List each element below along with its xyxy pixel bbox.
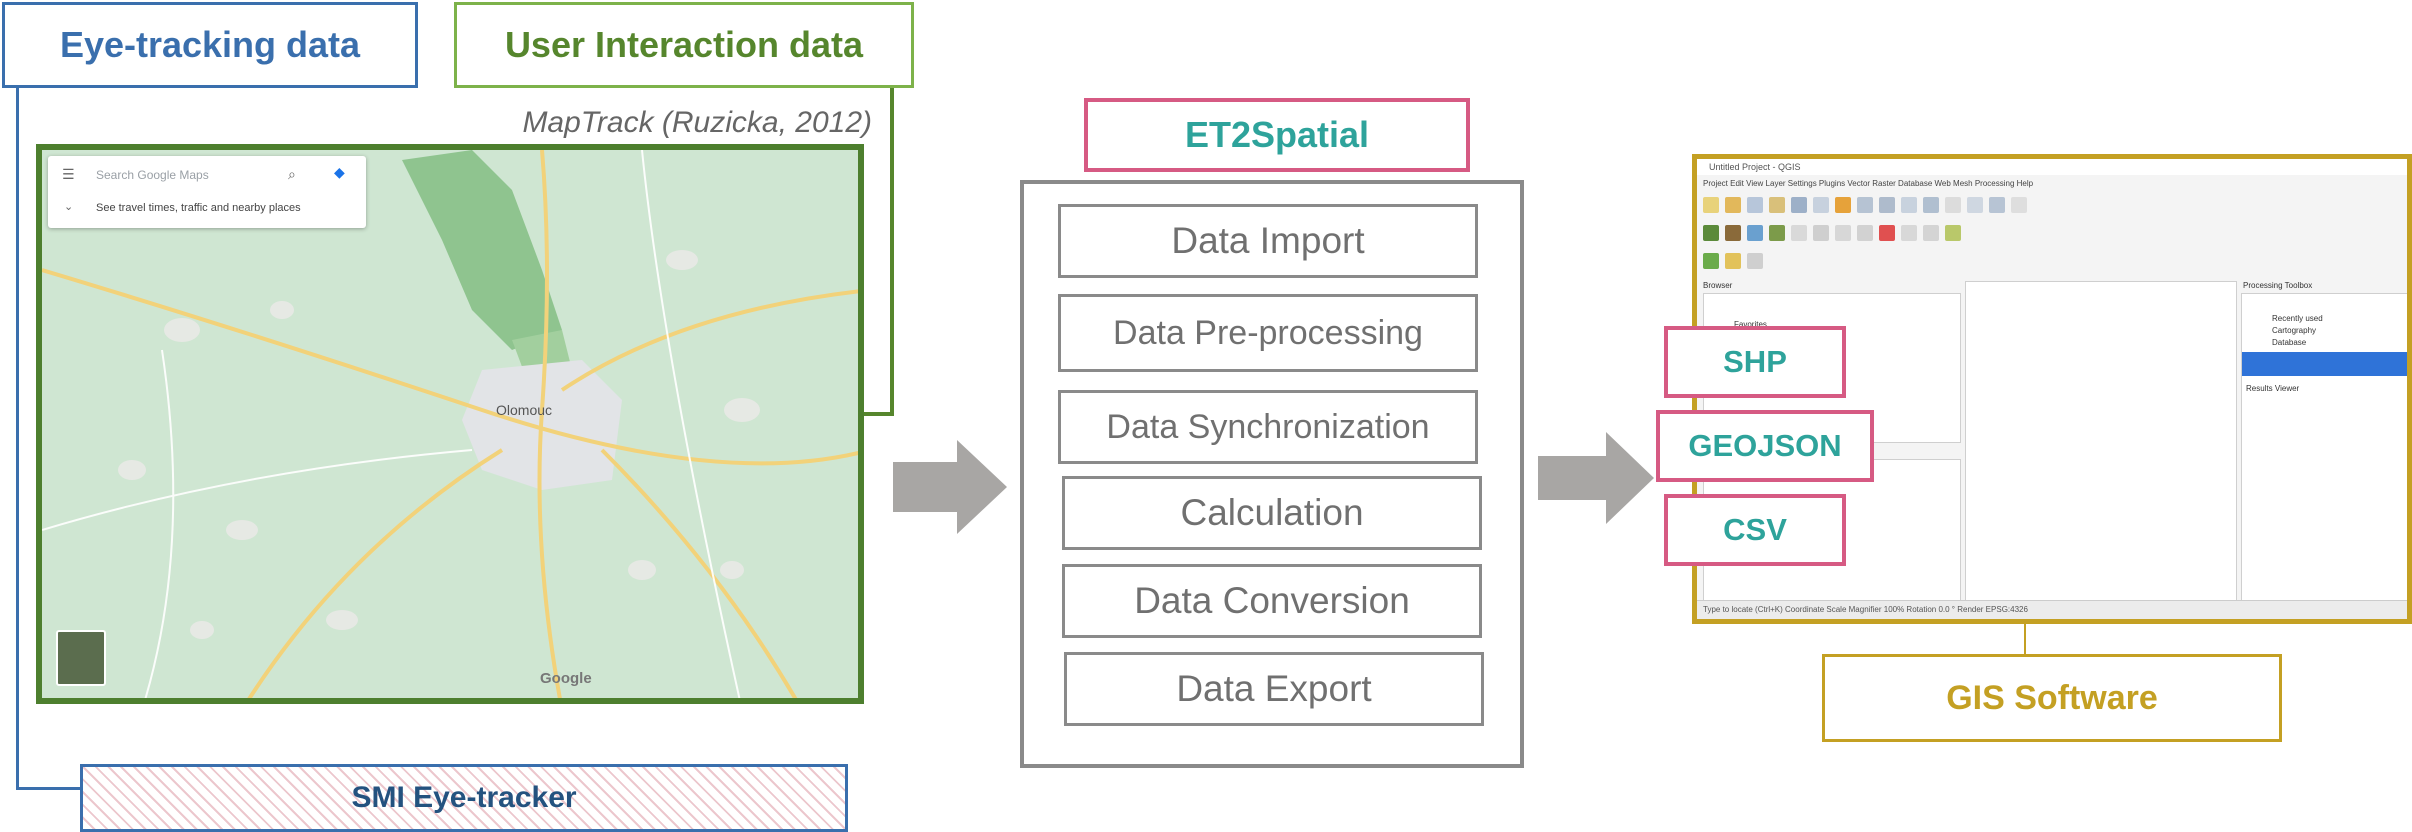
user-interaction-data-label: User Interaction data [454, 2, 914, 88]
search-icon[interactable]: ⌕ [288, 166, 296, 182]
gis-software-window: Untitled Project - QGIS Project Edit Vie… [1692, 154, 2412, 624]
smi-eye-tracker-label: SMI Eye-tracker [80, 764, 848, 832]
step-data-import: Data Import [1058, 204, 1478, 278]
gis-toolbox-item-cartography[interactable]: Cartography [2272, 326, 2317, 335]
satellite-layer-thumbnail[interactable] [56, 630, 106, 686]
et2spatial-title: ET2Spatial [1084, 98, 1470, 172]
gis-toolbox-selected-row[interactable] [2242, 352, 2407, 376]
gis-software-label: GIS Software [1822, 654, 2282, 742]
gis-toolbar-1[interactable] [1703, 197, 2027, 217]
google-logo: Google [540, 670, 592, 687]
eye-tracking-data-label: Eye-tracking data [2, 2, 418, 88]
step-data-preprocessing: Data Pre-processing [1058, 294, 1478, 372]
user-interaction-connector [864, 88, 894, 416]
gis-browser-title: Browser [1703, 281, 1733, 290]
gis-window-title: Untitled Project - QGIS [1697, 159, 2407, 175]
flow-arrow-1 [893, 440, 1007, 534]
maptrack-caption: MapTrack (Ruzicka, 2012) [522, 106, 872, 139]
gis-toolbox-item-recent[interactable]: Recently used [2272, 314, 2323, 323]
gis-processing-toolbox[interactable]: Recently used Cartography Database Resul… [2241, 293, 2407, 601]
menu-icon[interactable]: ☰ [62, 166, 75, 182]
map-search-box[interactable]: ☰ Search Google Maps ⌕ ◆ ⌄ See travel ti… [48, 156, 366, 228]
gis-map-canvas[interactable] [1965, 281, 2237, 601]
gis-toolbox-item-database[interactable]: Database [2272, 338, 2307, 347]
gis-toolbar-2[interactable] [1703, 225, 1961, 245]
gis-results-viewer: Results Viewer [2246, 384, 2300, 393]
format-csv: CSV [1664, 494, 1846, 566]
step-calculation: Calculation [1062, 476, 1482, 550]
eye-tracking-connector [16, 88, 82, 790]
directions-icon[interactable]: ◆ [334, 164, 345, 180]
map-search-hint: See travel times, traffic and nearby pla… [96, 202, 301, 214]
map-screenshot [36, 144, 864, 704]
gis-toolbox-title: Processing Toolbox [2243, 281, 2313, 290]
map-search-input[interactable]: Search Google Maps [96, 168, 209, 182]
chevron-down-icon[interactable]: ⌄ [64, 201, 74, 213]
step-data-conversion: Data Conversion [1062, 564, 1482, 638]
step-data-synchronization: Data Synchronization [1058, 390, 1478, 464]
format-geojson: GEOJSON [1656, 410, 1874, 482]
step-data-export: Data Export [1064, 652, 1484, 726]
gis-toolbar-3[interactable] [1703, 253, 1763, 273]
map-city-label: Olomouc [496, 402, 553, 418]
format-shp: SHP [1664, 326, 1846, 398]
flow-arrow-2 [1538, 432, 1654, 524]
gis-favorites-item[interactable]: Favorites [1734, 320, 1767, 329]
gis-menu-bar[interactable]: Project Edit View Layer Settings Plugins… [1703, 179, 2034, 188]
gis-connector [2024, 624, 2026, 654]
gis-status-bar: Type to locate (Ctrl+K) Coordinate Scale… [1697, 600, 2407, 619]
